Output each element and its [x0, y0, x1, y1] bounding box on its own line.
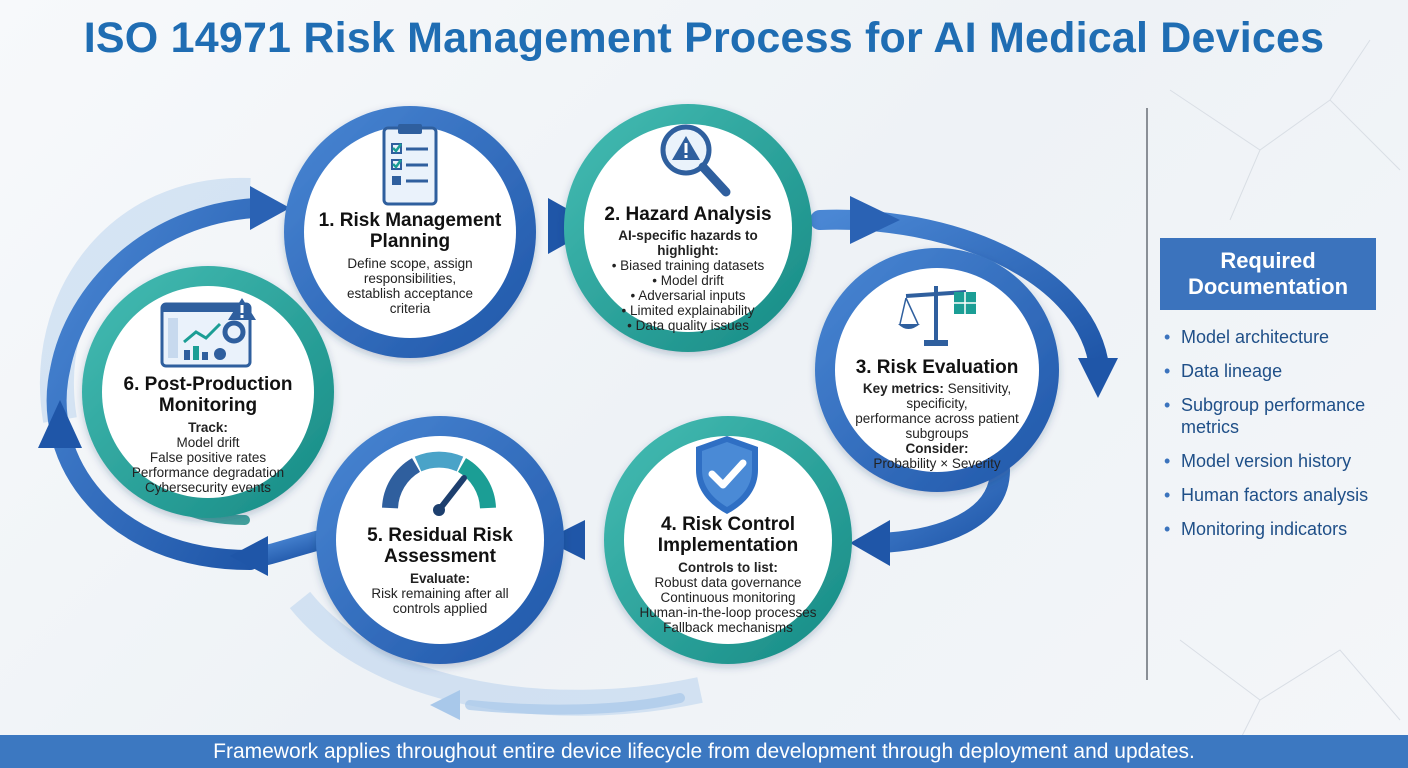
documentation-item: Human factors analysis — [1164, 484, 1400, 506]
circle-step-3 — [815, 248, 1059, 492]
documentation-item: Monitoring indicators — [1164, 518, 1400, 540]
step-6-subheading: Track: — [188, 420, 228, 435]
step-6-item: Model drift — [176, 435, 240, 450]
step-6-text: 6. Post-Production Monitoring Track: Mod… — [114, 374, 302, 495]
step-4-item: Human-in-the-loop processes — [639, 605, 817, 620]
step-5-text: 5. Residual Risk Assessment Evaluate: Ri… — [348, 525, 532, 616]
step-4-item: Fallback mechanisms — [663, 620, 793, 635]
step-3-metrics-line: subgroups — [905, 426, 969, 441]
documentation-item: Subgroup performance metrics — [1164, 394, 1400, 438]
step-5-item: controls applied — [392, 601, 488, 616]
step-2-title: 2. Hazard Analysis — [604, 204, 772, 225]
step-3-consider-label: Consider: — [905, 441, 969, 456]
documentation-item: Model architecture — [1164, 326, 1400, 348]
arrowhead-2-to-3 — [1078, 358, 1118, 398]
step-5-item: Risk remaining after all — [371, 586, 509, 601]
dashboard-alert-icon — [160, 298, 256, 368]
step-4-item: Robust data governance — [654, 575, 802, 590]
shield-check-icon — [696, 436, 758, 514]
step-4-subheading: Controls to list: — [678, 560, 778, 575]
vertical-divider — [1146, 108, 1148, 680]
step-6-item: False positive rates — [149, 450, 267, 465]
arrowhead-3-to-4 — [850, 520, 890, 566]
documentation-list: Model architecture Data lineage Subgroup… — [1164, 326, 1400, 552]
arrowhead-5-to-6 — [230, 536, 268, 576]
arrowhead-4-to-5 — [545, 520, 585, 560]
step-2-text: 2. Hazard Analysis AI-specific hazards t… — [596, 204, 780, 333]
step-6-title: 6. Post-Production Monitoring — [123, 374, 293, 416]
documentation-header: Required Documentation — [1160, 238, 1376, 310]
arrowhead-left-up — [38, 400, 82, 448]
step-2-item: • Data quality issues — [627, 318, 749, 333]
scales-icon — [898, 286, 976, 346]
step-5-subheading: Evaluate: — [409, 571, 471, 586]
step-2-subheading: AI-specific hazards to highlight: — [618, 228, 758, 258]
step-1-title: 1. Risk Management Planning — [318, 210, 502, 252]
step-5-title: 5. Residual Risk Assessment — [367, 525, 513, 567]
footer-banner: Framework applies throughout entire devi… — [0, 735, 1408, 768]
clipboard-checklist-icon — [382, 124, 438, 206]
arrowhead-left-loop — [250, 186, 290, 230]
step-2-item: • Biased training datasets — [611, 258, 765, 273]
step-4-text: 4. Risk Control Implementation Controls … — [636, 514, 820, 635]
gauge-icon — [382, 451, 496, 516]
arrow-5-to-6 — [252, 530, 330, 566]
arrow-3-to-4 — [870, 460, 1010, 553]
circle-step-6 — [82, 266, 334, 518]
step-1-text: 1. Risk Management Planning Define scope… — [318, 210, 502, 316]
step-2-item: • Model drift — [652, 273, 724, 288]
loop-arrow-left — [46, 198, 265, 570]
step-circles — [82, 104, 1059, 664]
arrow-heads — [38, 186, 1118, 720]
step-3-metrics: Key metrics: Sensitivity, specificity, — [862, 381, 1012, 411]
page-title: ISO 14971 Risk Management Process for AI… — [83, 14, 1325, 62]
step-3-title: 3. Risk Evaluation — [855, 357, 1019, 378]
step-1-description: Define scope, assign responsibilities, e… — [346, 256, 474, 316]
documentation-item: Data lineage — [1164, 360, 1400, 382]
step-6-item: Performance degradation — [131, 465, 285, 480]
step-4-item: Continuous monitoring — [660, 590, 796, 605]
magnifier-warning-icon — [660, 124, 731, 197]
background-network-lines — [1169, 39, 1401, 761]
step-3-text: 3. Risk Evaluation Key metrics: Sensitiv… — [836, 357, 1038, 471]
step-2-item: • Limited explainability — [621, 303, 755, 318]
arrowhead-bottom-faint — [430, 690, 460, 720]
step-3-metrics-line: performance across patient — [855, 411, 1019, 426]
step-3-consider-text: Probability × Severity — [873, 456, 1001, 471]
step-4-title: 4. Risk Control Implementation — [657, 514, 799, 556]
arrowhead-2-to-3-mid — [850, 196, 900, 244]
step-2-item: • Adversarial inputs — [630, 288, 746, 303]
circle-step-2 — [564, 104, 812, 352]
circle-step-1 — [284, 106, 536, 358]
step-6-item: Cybersecurity events — [144, 480, 272, 495]
documentation-item: Model version history — [1164, 450, 1400, 472]
circle-step-4 — [604, 416, 852, 664]
arrow-bottom-faint — [465, 693, 685, 715]
